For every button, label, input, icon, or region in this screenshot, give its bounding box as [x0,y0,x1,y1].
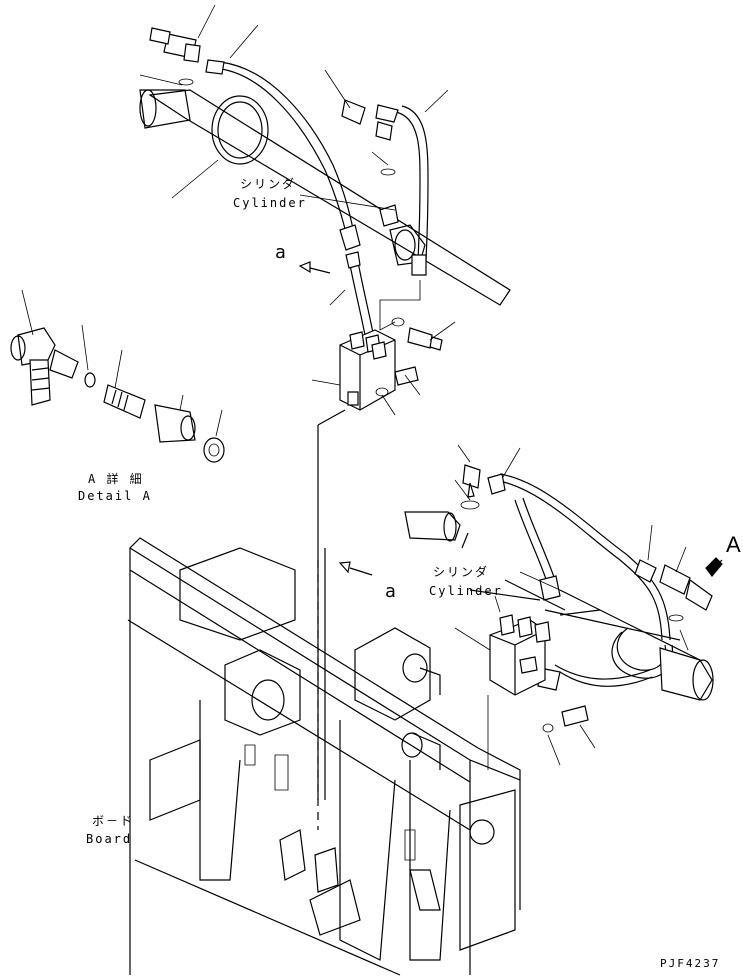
board-label-jp: ボ－ド [92,814,135,828]
cylinder-label-right-en: Cylinder [429,584,503,598]
cylinder-label-top-en: Cylinder [233,196,307,210]
leader-lines-upper [139,4,456,830]
view-marker-detail-A: A [726,532,741,557]
right-valve-block [454,579,601,770]
valve-block [339,317,443,411]
upper-hoses [211,61,429,336]
cylinder-label-top-jp: シリンダ [240,177,297,191]
detail-a-label-jp: A 詳 細 [88,472,144,486]
upper-cylinder-assembly [139,89,511,306]
leader-lines-right [338,444,723,651]
top-fittings [149,27,399,141]
cylinder-label-right-jp: シリンダ [433,565,490,579]
detail-a-parts [10,289,225,463]
board-label-en: Board [86,832,133,846]
right-cylinder-assembly [404,464,714,701]
view-marker-a-upper: a [275,242,288,263]
view-marker-a-lower: a [385,581,398,602]
detail-a-label-en: Detail A [78,489,152,503]
drawing-code: PJF4237 [660,957,721,970]
board-frame [127,537,521,976]
